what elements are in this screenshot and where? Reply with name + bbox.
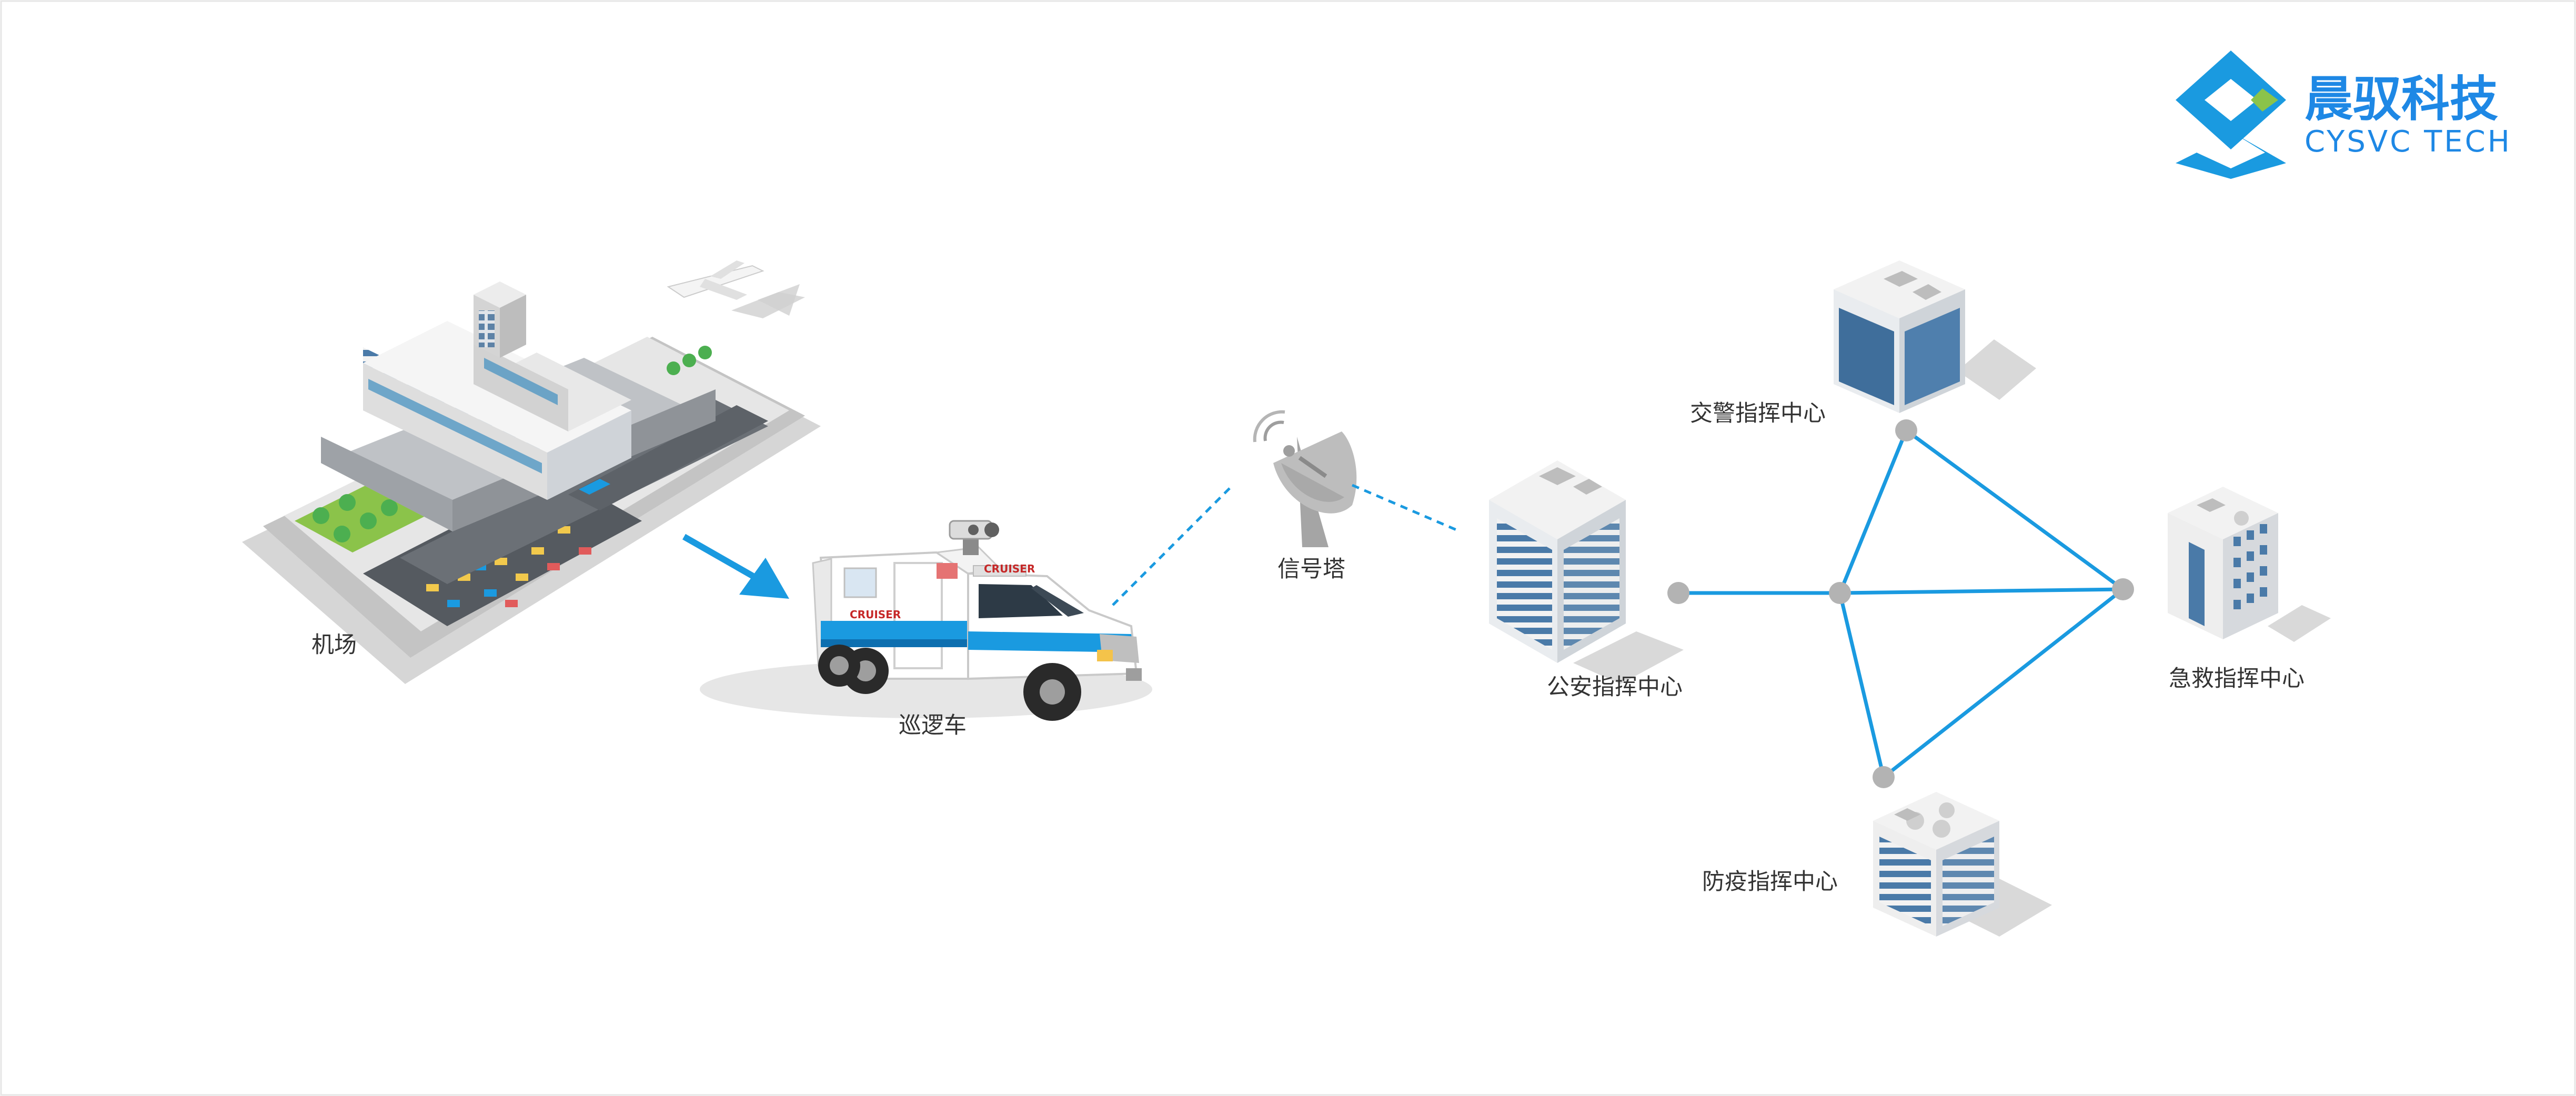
public-security-center-label: 公安指挥中心 <box>1547 674 1683 700</box>
office-building-icon <box>2168 487 2331 642</box>
vehicle-cab-text: CRUISER <box>984 562 1035 575</box>
satellite-dish-icon <box>1253 410 1357 547</box>
company-logo: 晨驭科技 CYSVC TECH <box>2176 51 2512 179</box>
epidemic-center-label: 防疫指挥中心 <box>1702 869 1838 895</box>
patrol-vehicle-label: 巡逻车 <box>899 712 967 739</box>
node-traffic-police <box>1895 419 1917 441</box>
node-hub <box>1829 582 1851 604</box>
signal-tower-label: 信号塔 <box>1277 556 1345 582</box>
node-epidemic <box>1873 766 1895 788</box>
office-building-icon <box>1873 792 2052 937</box>
emergency-center-label: 急救指挥中心 <box>2169 666 2305 692</box>
wireless-link-tower-center <box>1352 484 1461 533</box>
command-network <box>1678 429 2125 779</box>
network-nodes <box>1667 419 2134 788</box>
node-public-security <box>1667 582 1689 604</box>
airport-icon <box>242 281 821 684</box>
airplane-icon <box>667 260 805 318</box>
wireless-link-vehicle-tower <box>1112 486 1232 606</box>
node-emergency <box>2112 578 2134 600</box>
arrow-right-icon <box>682 534 789 599</box>
traffic-police-center-label: 交警指挥中心 <box>1690 400 1826 427</box>
airport-label: 机场 <box>311 632 357 658</box>
vehicle-side-text: CRUISER <box>850 608 901 621</box>
logo-name-cn: 晨驭科技 <box>2305 71 2498 127</box>
logo-name-en: CYSVC TECH <box>2305 125 2512 159</box>
office-building-icon <box>1489 460 1684 684</box>
ambulance-icon: CRUISER CRUISER <box>700 520 1152 721</box>
office-building-icon <box>1834 260 2036 413</box>
logo-mark-icon <box>2176 51 2286 179</box>
